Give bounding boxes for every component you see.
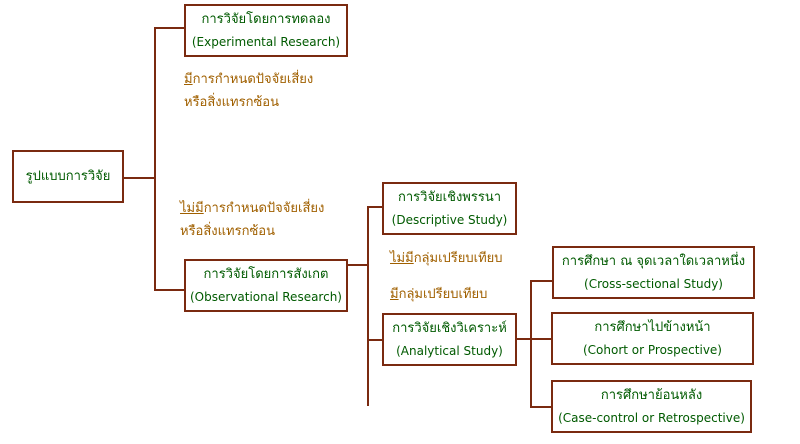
- experimental-th: การวิจัยโดยการทดลอง: [201, 11, 331, 27]
- descriptive-box: การวิจัยเชิงพรรนา (Descriptive Study): [382, 182, 517, 235]
- analytical-th: การวิจัยเชิงวิเคราะห์: [392, 320, 507, 336]
- observational-en: (Observational Research): [190, 289, 342, 304]
- cross-sectional-en: (Cross-sectional Study): [584, 276, 723, 291]
- analytical-en: (Analytical Study): [396, 343, 503, 358]
- descriptive-en: (Descriptive Study): [391, 212, 508, 227]
- connector: [516, 338, 551, 340]
- descriptive-th: การวิจัยเชิงพรรนา: [397, 189, 502, 205]
- note-emphasis: ไม่มี: [180, 201, 204, 216]
- experimental-en: (Experimental Research): [191, 34, 341, 49]
- connector: [530, 406, 551, 408]
- root-box: รูปแบบการวิจัย: [12, 150, 124, 203]
- connector: [347, 264, 368, 266]
- case-control-th: การศึกษาย้อนหลัง: [600, 387, 703, 403]
- connector: [154, 27, 184, 29]
- note-text: การกำหนดปัจจัยเสี่ยง: [203, 201, 325, 216]
- connector: [367, 339, 382, 341]
- observational-th: การวิจัยโดยการสังเกต: [203, 266, 329, 282]
- case-control-en: (Case-control or Retrospective): [558, 410, 745, 425]
- connector: [530, 280, 552, 282]
- cohort-box: การศึกษาไปข้างหน้า (Cohort or Prospectiv…: [551, 312, 754, 365]
- observational-box: การวิจัยโดยการสังเกต (Observational Rese…: [184, 259, 348, 312]
- connector: [154, 289, 184, 291]
- note-emphasis: มี: [184, 72, 193, 87]
- root-label: รูปแบบการวิจัย: [25, 169, 111, 184]
- cross-sectional-th: การศึกษา ณ จุดเวลาใดเวลาหนึ่ง: [561, 253, 746, 269]
- connector: [154, 27, 156, 291]
- descriptive-note: ไม่มีกลุ่มเปรียบเทียบ: [390, 247, 503, 270]
- analytical-box: การวิจัยเชิงวิเคราะห์ (Analytical Study): [382, 313, 517, 366]
- cohort-th: การศึกษาไปข้างหน้า: [594, 319, 711, 335]
- case-control-box: การศึกษาย้อนหลัง (Case-control or Retros…: [551, 380, 752, 433]
- cross-sectional-box: การศึกษา ณ จุดเวลาใดเวลาหนึ่ง (Cross-sec…: [552, 246, 755, 299]
- analytical-note: มีกลุ่มเปรียบเทียบ: [390, 283, 487, 306]
- note-text: กลุ่มเปรียบเทียบ: [398, 287, 488, 302]
- observational-note: ไม่มีการกำหนดปัจจัยเสี่ยง หรือสิ่งแทรกซ้…: [180, 197, 324, 243]
- connector: [367, 206, 369, 406]
- experimental-note: มีการกำหนดปัจจัยเสี่ยง หรือสิ่งแทรกซ้อน: [184, 68, 313, 114]
- connector: [530, 280, 532, 408]
- note-emphasis: มี: [390, 287, 399, 302]
- note-text: หรือสิ่งแทรกซ้อน: [184, 95, 279, 110]
- cohort-en: (Cohort or Prospective): [583, 342, 722, 357]
- note-text: หรือสิ่งแทรกซ้อน: [180, 224, 275, 239]
- note-text: กลุ่มเปรียบเทียบ: [413, 251, 503, 266]
- connector: [367, 206, 382, 208]
- note-text: การกำหนดปัจจัยเสี่ยง: [192, 72, 314, 87]
- connector: [123, 177, 155, 179]
- note-emphasis: ไม่มี: [390, 251, 414, 266]
- experimental-box: การวิจัยโดยการทดลอง (Experimental Resear…: [184, 4, 348, 57]
